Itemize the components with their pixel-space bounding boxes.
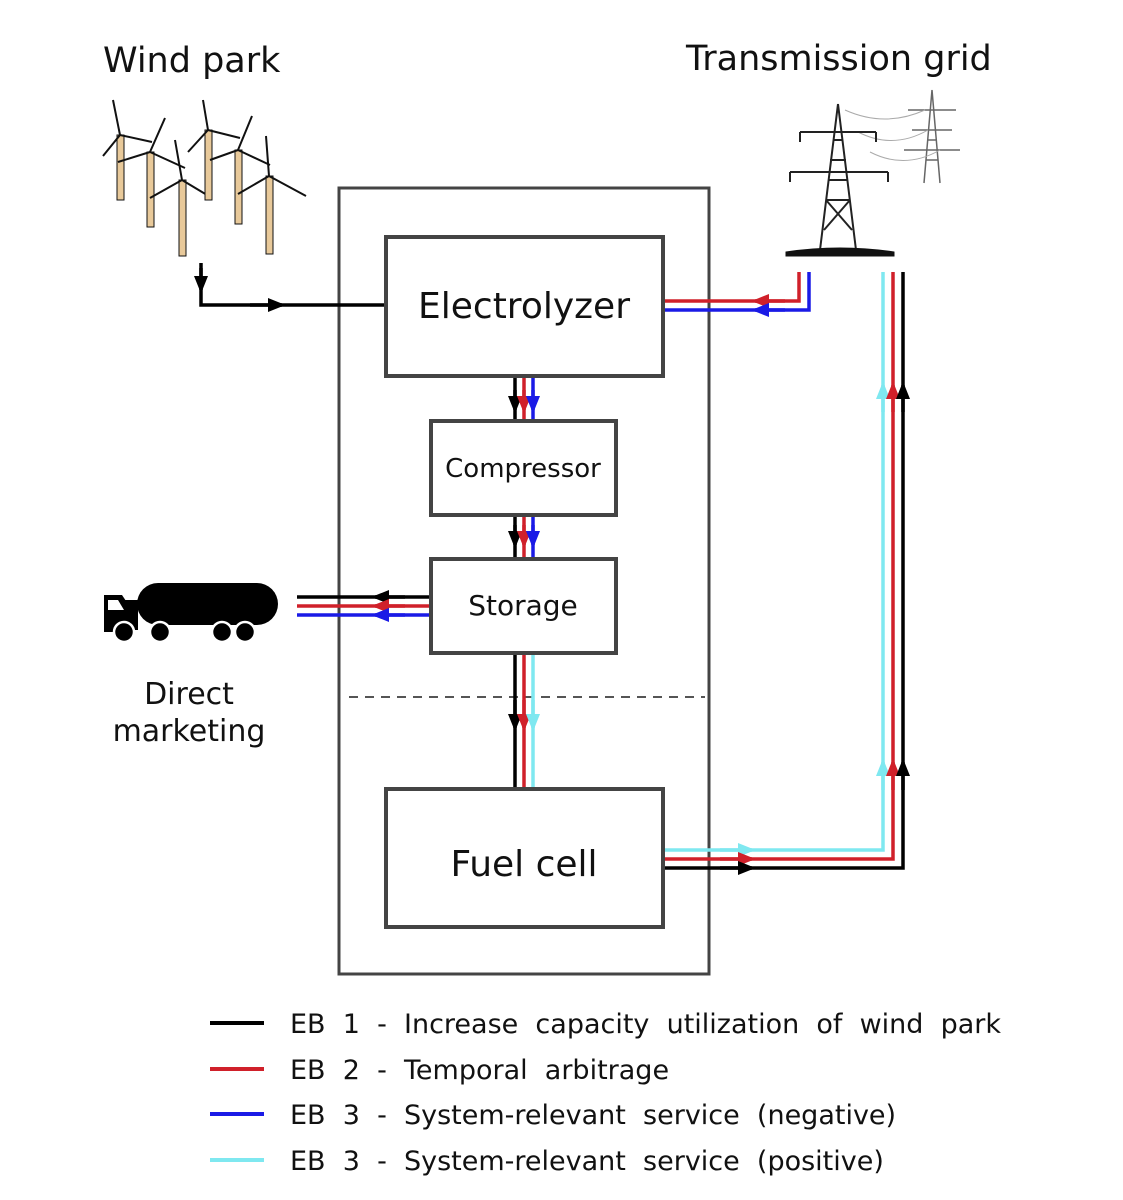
compressor-box: Compressor: [429, 419, 618, 517]
flow-grid-to-electrolyzer-eb2: [663, 272, 801, 303]
compressor-label: Compressor: [445, 454, 601, 484]
legend-item-eb3-negative: EB 3 - System-relevant service (negative…: [210, 1100, 896, 1131]
direct-marketing-label-line1: Direct: [144, 677, 234, 712]
legend-item-eb1: EB 1 - Increase capacity utilization of …: [210, 1009, 1001, 1040]
flow-lines: [194, 263, 910, 875]
electrolyzer-box: Electrolyzer: [384, 235, 665, 378]
system-boundary: [337, 186, 711, 976]
electrolyzer-label: Electrolyzer: [418, 286, 630, 327]
flow-fuel-grid-eb1: [663, 272, 905, 870]
direct-marketing-label-line2: marketing: [113, 714, 266, 749]
wind-turbine: [117, 117, 186, 228]
pylon-front: [789, 103, 889, 251]
legend-text-eb3-negative: EB 3 - System-relevant service (negative…: [290, 1100, 896, 1131]
legend-item-eb3-positive: EB 3 - System-relevant service (positive…: [210, 1146, 884, 1177]
flow-grid-to-electrolyzer-eb3-neg: [663, 272, 811, 312]
flow-fuel-grid-eb2: [663, 272, 895, 861]
power-wires: [844, 109, 941, 161]
fuel-cell-label: Fuel cell: [450, 844, 597, 885]
pylon-back: [904, 89, 960, 184]
legend-text-eb3-positive: EB 3 - System-relevant service (positive…: [290, 1146, 884, 1177]
wind-turbine: [149, 139, 213, 257]
legend-item-eb2: EB 2 - Temporal arbitrage: [210, 1055, 669, 1086]
wind-park-label: Wind park: [103, 41, 281, 81]
wind-turbine: [209, 115, 271, 225]
wind-turbine: [102, 99, 153, 201]
flow-fuel-grid-eb3pos: [663, 272, 885, 852]
flow-wind-to-electrolyzer: [199, 263, 386, 307]
transmission-grid-label: Transmission grid: [685, 39, 992, 79]
wind-turbine: [237, 135, 307, 255]
power-pylons-icon: [785, 89, 960, 257]
wind-turbines-icon: [102, 99, 307, 257]
legend-text-eb1: EB 1 - Increase capacity utilization of …: [290, 1009, 1001, 1040]
storage-label: Storage: [468, 589, 578, 622]
legend-text-eb2: EB 2 - Temporal arbitrage: [290, 1055, 669, 1086]
fuel-cell-box: Fuel cell: [384, 787, 665, 929]
legend: EB 1 - Increase capacity utilization of …: [210, 1009, 1001, 1177]
wind-turbine: [187, 99, 241, 201]
ground: [785, 247, 895, 257]
storage-box: Storage: [429, 557, 618, 655]
tanker-truck-icon: [104, 583, 278, 644]
